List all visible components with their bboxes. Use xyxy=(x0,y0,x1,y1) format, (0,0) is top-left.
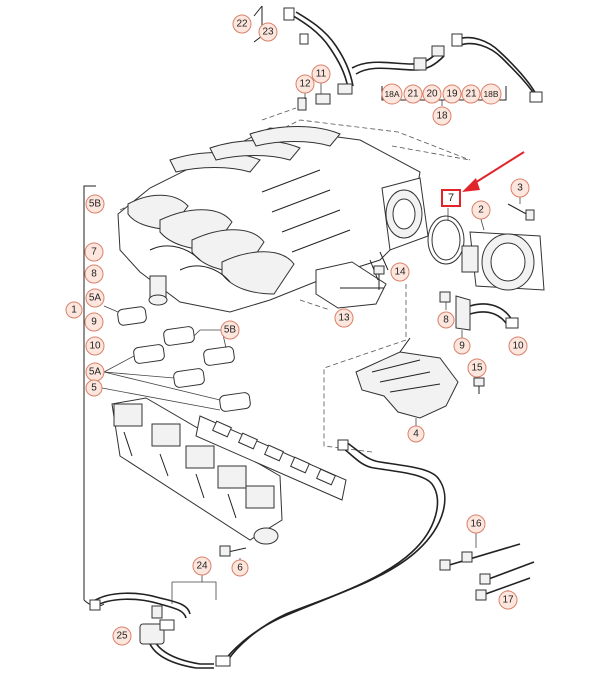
throttle-body xyxy=(461,215,545,291)
manifold-lower-plate xyxy=(315,251,389,309)
callout-15: 15 xyxy=(467,358,487,378)
gasket-set-upper xyxy=(101,305,251,412)
svg-text:24: 24 xyxy=(196,561,208,572)
callout-12: 12 xyxy=(295,74,315,94)
callout-13: 13 xyxy=(334,308,354,328)
svg-text:10: 10 xyxy=(89,341,101,352)
svg-text:10: 10 xyxy=(512,341,524,352)
callout-14: 14 xyxy=(390,262,410,282)
callout-9b: 9 xyxy=(453,337,471,355)
callout-24: 24 xyxy=(192,556,212,576)
svg-text:1: 1 xyxy=(71,305,77,316)
callout-18B: 18B xyxy=(480,83,502,105)
svg-text:9: 9 xyxy=(459,341,465,352)
svg-text:21: 21 xyxy=(407,89,419,100)
svg-text:2: 2 xyxy=(478,205,484,216)
upper-intake-manifold xyxy=(117,126,429,313)
vacuum-line-long xyxy=(215,439,446,667)
callout-9: 9 xyxy=(84,312,104,332)
svg-text:7: 7 xyxy=(91,247,97,258)
callout-5B: 5B xyxy=(85,194,105,214)
svg-text:5B: 5B xyxy=(89,199,102,210)
svg-text:3: 3 xyxy=(517,183,523,194)
svg-text:22: 22 xyxy=(236,19,248,30)
bolt-14 xyxy=(373,265,385,290)
svg-text:5A: 5A xyxy=(89,367,102,378)
svg-text:8: 8 xyxy=(443,315,449,326)
callout-25: 25 xyxy=(112,626,132,646)
svg-text:9: 9 xyxy=(91,317,97,328)
svg-text:18: 18 xyxy=(436,111,448,122)
callout-20: 20 xyxy=(422,84,442,104)
highlight-arrow xyxy=(462,151,525,192)
callout-17: 17 xyxy=(498,590,518,610)
svg-text:7: 7 xyxy=(448,192,454,204)
cable-ties xyxy=(439,530,535,601)
callout-16: 16 xyxy=(466,514,486,534)
callout-18A: 18A xyxy=(381,83,403,105)
svg-text:14: 14 xyxy=(394,267,406,278)
svg-text:18A: 18A xyxy=(384,89,399,99)
highlighted-callout-7: 7 xyxy=(441,189,461,207)
callout-10b: 10 xyxy=(508,336,528,356)
bolt-15 xyxy=(473,377,485,394)
throttle-seal xyxy=(427,208,465,265)
callout-4: 4 xyxy=(407,425,425,443)
svg-text:11: 11 xyxy=(316,69,327,80)
coolant-hose-small xyxy=(439,291,519,338)
heat-shield xyxy=(355,337,459,426)
lower-intake-manifold xyxy=(111,397,283,545)
svg-text:6: 6 xyxy=(237,563,243,574)
svg-text:5A: 5A xyxy=(89,293,102,304)
pressure-sensor xyxy=(297,82,331,111)
svg-text:13: 13 xyxy=(338,313,350,324)
svg-text:5: 5 xyxy=(91,383,97,394)
svg-text:16: 16 xyxy=(470,519,482,530)
callout-19: 19 xyxy=(442,84,462,104)
callout-18: 18 xyxy=(432,106,452,126)
callout-7: 7 xyxy=(84,242,104,262)
svg-text:20: 20 xyxy=(426,89,438,100)
callout-5A-2: 5A xyxy=(85,362,105,382)
throttle-screw xyxy=(507,196,535,221)
callout-6: 6 xyxy=(231,559,249,577)
callout-5: 5 xyxy=(85,379,103,397)
callout-23: 23 xyxy=(258,22,278,42)
svg-text:21: 21 xyxy=(465,89,477,100)
callout-5B-2: 5B xyxy=(220,320,240,340)
callout-10: 10 xyxy=(85,336,105,356)
upper-hose-assembly xyxy=(253,5,543,106)
svg-text:17: 17 xyxy=(502,595,514,606)
callout-2: 2 xyxy=(471,200,491,220)
svg-text:19: 19 xyxy=(446,89,458,100)
svg-text:5B: 5B xyxy=(224,325,237,336)
callout-1: 1 xyxy=(65,301,83,319)
callout-8: 8 xyxy=(84,264,104,284)
svg-text:8: 8 xyxy=(91,269,97,280)
manifold-gasket-strip xyxy=(195,415,347,501)
callout-8b: 8 xyxy=(437,311,455,329)
callout-21b: 21 xyxy=(461,84,481,104)
lower-left-hose xyxy=(89,574,217,669)
svg-text:12: 12 xyxy=(299,79,311,90)
callout-5A: 5A xyxy=(85,288,105,308)
svg-text:25: 25 xyxy=(116,631,128,642)
bolt-6 xyxy=(219,545,247,562)
callout-3: 3 xyxy=(510,178,530,198)
svg-text:4: 4 xyxy=(413,429,419,440)
callout-22: 22 xyxy=(232,14,252,34)
svg-text:18B: 18B xyxy=(483,89,498,99)
svg-text:23: 23 xyxy=(262,27,274,38)
callout-11: 11 xyxy=(311,64,331,84)
callout-21a: 21 xyxy=(403,84,423,104)
svg-text:15: 15 xyxy=(471,363,483,374)
